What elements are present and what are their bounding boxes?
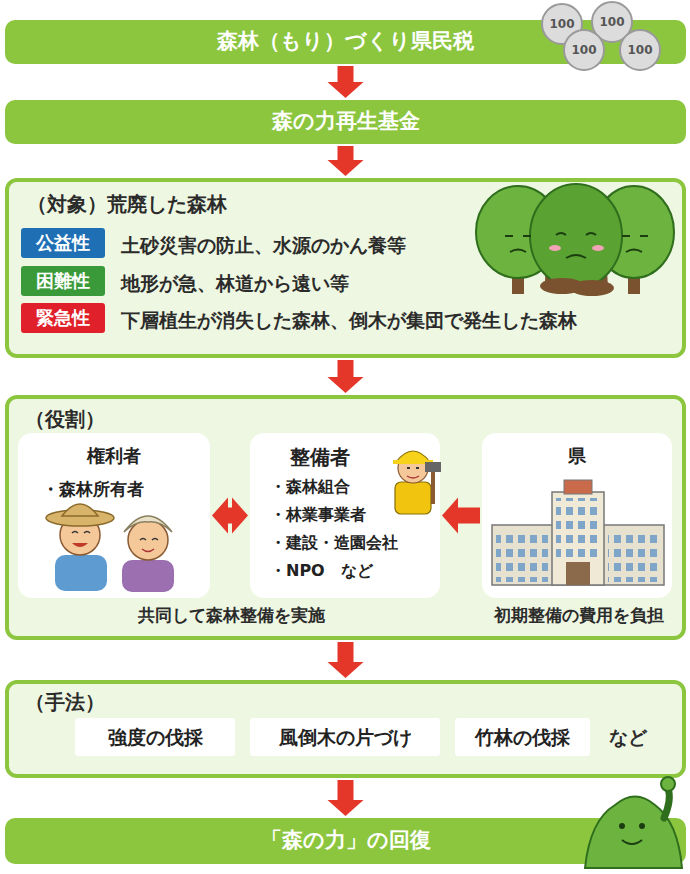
flow-arrow bbox=[328, 780, 364, 816]
role-card: 整備者・森林組合・林業事業者・建設・造園会社・NPO など bbox=[250, 433, 440, 598]
node-title: 森林（もり）づくり県民税 bbox=[217, 29, 474, 54]
fund-band: 森の力再生基金 bbox=[5, 100, 686, 144]
coin-value: 100 bbox=[592, 15, 632, 29]
method-box: 強度の伐採 bbox=[75, 718, 235, 756]
role-panel: （役割）共同して森林整備を実施初期整備の費用を負担権利者・森林所有者整備者・森林… bbox=[5, 395, 686, 640]
method-panel: （手法） など 強度の伐採 風倒木の片づけ 竹林の伐採 bbox=[5, 680, 686, 778]
node-title: 強度の伐採 bbox=[108, 726, 203, 749]
node-text: ・森林所有者 bbox=[42, 479, 144, 499]
node-text: など bbox=[609, 726, 647, 749]
node-title: 公益性 bbox=[36, 232, 90, 254]
node-title: 風倒木の片づけ bbox=[279, 726, 412, 749]
node-title: （役割） bbox=[25, 407, 105, 431]
node-text: 土砂災害の防止、水源のかん養等 bbox=[121, 234, 406, 257]
node-text: 下層植生が消失した森林、倒木が集団で発生した森林 bbox=[121, 309, 577, 332]
coin-value: 100 bbox=[542, 17, 582, 31]
flow-arrow bbox=[328, 146, 364, 176]
role-card: 権利者・森林所有者 bbox=[18, 433, 210, 598]
flow-arrow bbox=[328, 360, 364, 393]
node-text: ・建設・造園会社 bbox=[270, 533, 398, 552]
method-box: 風倒木の片づけ bbox=[250, 718, 440, 756]
node-title: （対象）荒廃した森林 bbox=[27, 192, 227, 216]
node-title: 整備者 bbox=[290, 445, 350, 469]
node-title: 森の力再生基金 bbox=[272, 109, 420, 134]
criterion-tag: 困難性 bbox=[21, 266, 105, 296]
node-text: 地形が急、林道から遠い等 bbox=[121, 272, 349, 295]
flow-arrow bbox=[328, 66, 364, 98]
node-title: 竹林の伐採 bbox=[475, 726, 570, 749]
node-text: ・NPO など bbox=[270, 561, 373, 580]
node-title: 緊急性 bbox=[36, 307, 90, 329]
node-text: 初期整備の費用を負担 bbox=[482, 605, 676, 625]
node-title: 困難性 bbox=[36, 270, 90, 292]
node-title: 県 bbox=[482, 445, 672, 467]
node-title: （手法） bbox=[25, 690, 105, 714]
result-band: 「森の力」の回復 bbox=[5, 818, 686, 864]
node-title: 権利者 bbox=[18, 445, 210, 467]
node-text: 共同して森林整備を実施 bbox=[18, 605, 444, 625]
method-box: 竹林の伐採 bbox=[455, 718, 590, 756]
node-text: ・林業事業者 bbox=[270, 505, 366, 524]
target-panel: （対象）荒廃した森林土砂災害の防止、水源のかん養等地形が急、林道から遠い等下層植… bbox=[5, 178, 686, 358]
node-text: ・森林組合 bbox=[270, 477, 350, 496]
tax-band: 森林（もり）づくり県民税 bbox=[5, 20, 686, 64]
coin-value: 100 bbox=[620, 43, 660, 57]
coin-value: 100 bbox=[564, 43, 604, 57]
criterion-tag: 緊急性 bbox=[21, 303, 105, 333]
flow-arrow bbox=[328, 642, 364, 678]
criterion-tag: 公益性 bbox=[21, 228, 105, 258]
role-card: 県 bbox=[482, 433, 672, 598]
node-title: 「森の力」の回復 bbox=[261, 828, 431, 853]
